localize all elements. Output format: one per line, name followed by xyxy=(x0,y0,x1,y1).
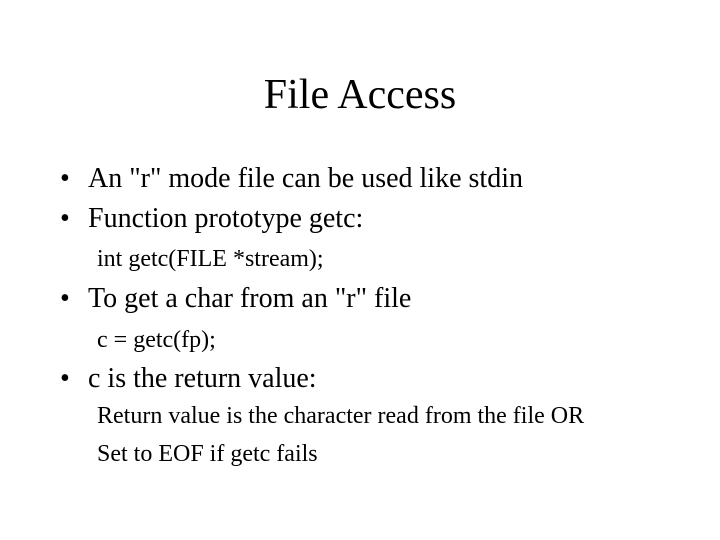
sub-line: int getc(FILE *stream); xyxy=(97,246,324,272)
bullet-dot-icon: • xyxy=(60,283,70,314)
bullet-dot-icon: • xyxy=(60,203,70,234)
bullet-text: Function prototype getc: xyxy=(88,203,364,234)
slide-title: File Access xyxy=(263,72,457,118)
bullet-dot-icon: • xyxy=(60,163,70,194)
bullet-text: c is the return value: xyxy=(88,363,317,394)
sub-line: Set to EOF if getc fails xyxy=(97,441,318,467)
bullet-item: • Function prototype getc: xyxy=(60,202,363,236)
sub-line: c = getc(fp); xyxy=(97,327,216,353)
bullet-text: To get a char from an "r" file xyxy=(88,283,412,314)
bullet-text: An "r" mode file can be used like stdin xyxy=(88,163,523,194)
bullet-item: • To get a char from an "r" file xyxy=(60,282,411,316)
bullet-item: • c is the return value: xyxy=(60,362,317,396)
bullet-dot-icon: • xyxy=(60,363,70,394)
bullet-item: • An "r" mode file can be used like stdin xyxy=(60,162,523,196)
sub-line: Return value is the character read from … xyxy=(97,403,585,429)
